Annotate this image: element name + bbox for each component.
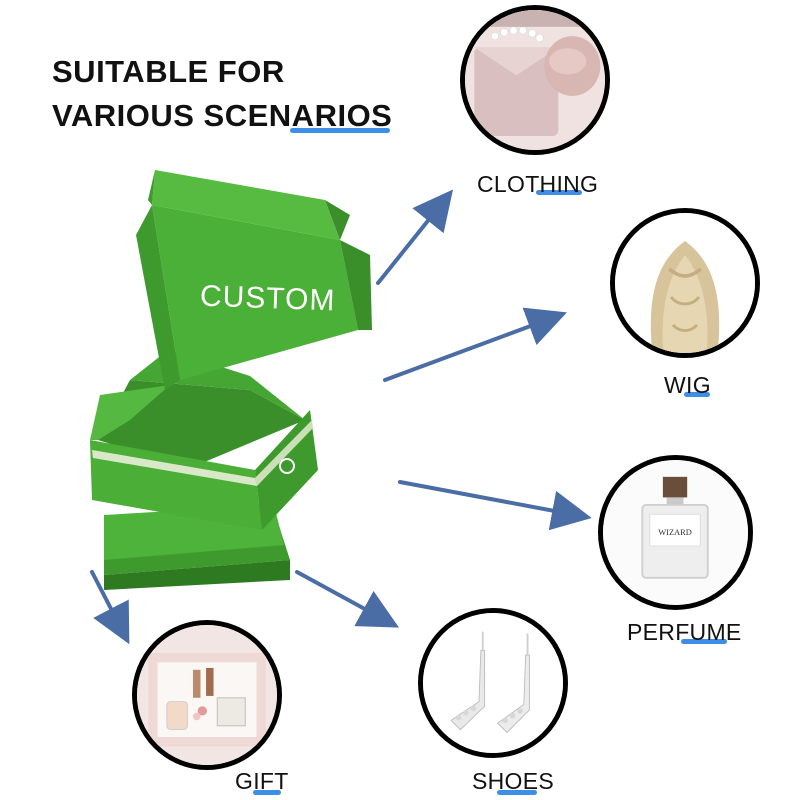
arrow-to-shoes <box>295 570 400 628</box>
heading-accent-bar <box>290 128 390 133</box>
gift-label: GIFT <box>235 768 289 794</box>
arrow-to-wig <box>383 307 567 382</box>
perfume-photo: WIZARD <box>598 455 753 610</box>
perfume-label-accent <box>681 639 727 644</box>
main-box <box>90 170 372 530</box>
shoes-photo-art <box>423 613 563 753</box>
clothing-photo-art <box>465 10 605 150</box>
shoes-photo <box>418 608 568 758</box>
arrow-to-perfume <box>398 480 592 531</box>
shoes-label: SHOES <box>472 768 555 794</box>
clothing-label-accent <box>536 190 582 195</box>
arrows <box>90 189 592 645</box>
arrow-to-gift <box>90 570 130 645</box>
gift-label-accent <box>253 790 281 795</box>
wig-photo-art <box>615 213 755 353</box>
arrow-to-clothing <box>376 189 454 285</box>
gift-photo-art <box>137 625 277 765</box>
shoes-label-accent <box>497 790 537 795</box>
heading-line-1: SUITABLE FOR <box>52 54 285 89</box>
gift-photo <box>132 620 282 770</box>
clothing-label: CLOTHING <box>477 171 599 197</box>
clothing-photo <box>460 5 610 155</box>
perfume-photo-art: WIZARD <box>603 460 748 605</box>
wig-label-accent <box>684 392 710 397</box>
wig-photo <box>610 208 760 358</box>
box-custom-print: CUSTOM <box>199 279 337 318</box>
wig-label: WIG <box>664 372 711 398</box>
perfume-label: PERFUME <box>627 619 742 645</box>
perfume-brand-text: WIZARD <box>658 528 692 537</box>
heading-line-2: VARIOUS SCENARIOS <box>52 98 393 133</box>
